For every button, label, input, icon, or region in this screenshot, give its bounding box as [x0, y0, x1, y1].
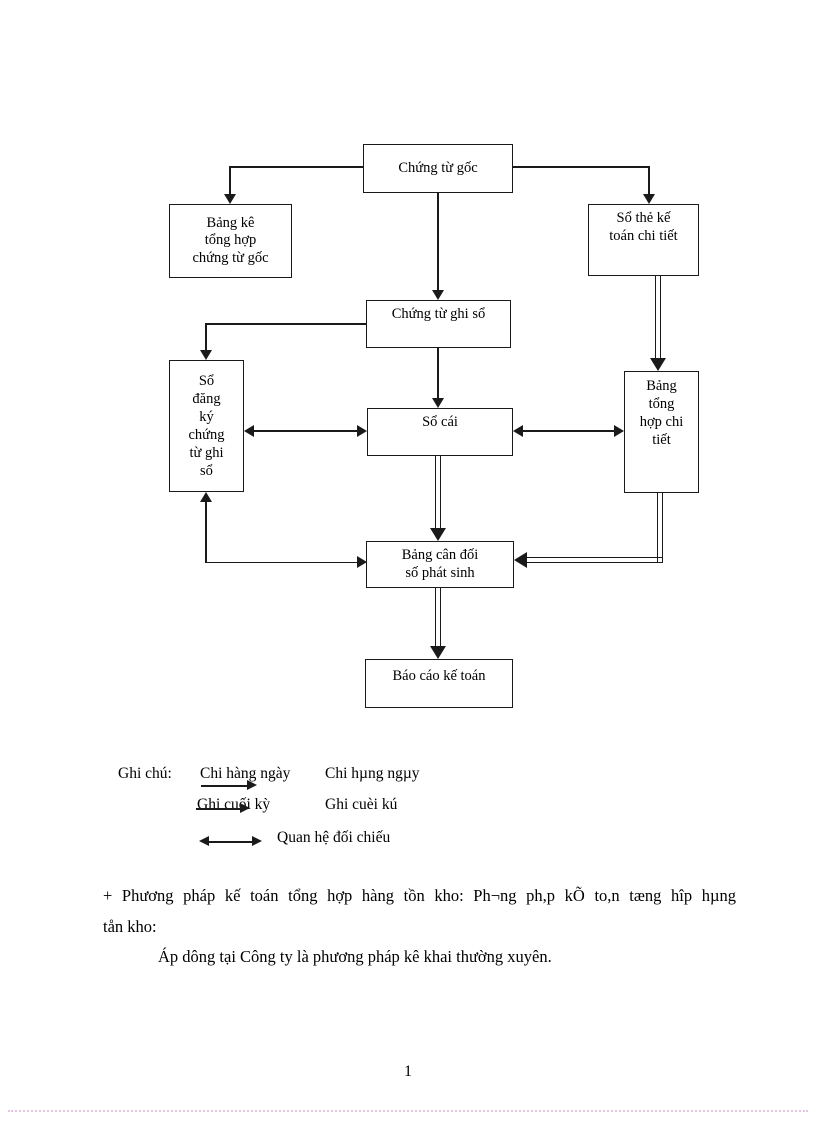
connector-ghiso-to-dangky-v [205, 323, 207, 352]
arrowhead-goc-to-ghiso [432, 290, 444, 300]
legend-daily-desc: Chi hµng ngµy [325, 765, 420, 782]
legend-daily-arrow-line [201, 785, 253, 787]
legend-period-arrowhead-icon [240, 803, 250, 813]
arrowhead-into-dangky [244, 424, 254, 437]
arrowhead-into-candoi-left [357, 556, 367, 568]
legend-daily-arrowhead-icon [247, 780, 257, 790]
arrowhead-into-socai-left [357, 424, 367, 437]
connector-tonghop-to-candoi-h [526, 557, 663, 563]
arrowhead-into-tonghop [614, 424, 624, 437]
connector-socai-to-candoi-double [434, 456, 441, 529]
connector-goc-to-ghiso-line [437, 193, 439, 292]
legend-check-arrow-line [208, 841, 256, 843]
legend-title: Ghi chú: [118, 765, 172, 782]
legend-check-arrowhead-right-icon [252, 836, 262, 846]
paragraph-method-line1: + Phương pháp kế toán tổng hợp hàng tồn … [103, 886, 736, 905]
footer-dotted-rule [8, 1110, 808, 1112]
arrowhead-goc-to-sothe [643, 194, 655, 204]
connector-socai-tonghop-line [523, 430, 615, 432]
connector-ghiso-to-socai-line [437, 348, 439, 399]
connector-goc-to-bangke-h [230, 166, 364, 168]
legend-daily-label: Chi hàng ngày [200, 765, 291, 782]
box-so-dang-ky: Sổ đăng ký chứng từ ghi sổ [169, 360, 244, 492]
connector-ghiso-to-dangky-h [206, 323, 366, 325]
box-so-cai: Sổ cái [367, 408, 513, 456]
page-number: 1 [404, 1063, 412, 1080]
connector-sothe-to-tonghop-double [655, 276, 661, 359]
connector-goc-to-sothe-h [513, 166, 650, 168]
arrowhead-sothe-to-tonghop [650, 358, 666, 371]
box-bang-ke-tong-hop: Bảng kê tổng hợp chứng từ gốc [169, 204, 292, 278]
arrowhead-into-dangky-bottom [199, 492, 212, 502]
arrowhead-candoi-to-baocao [429, 646, 446, 659]
legend-check-arrowhead-left-icon [199, 836, 209, 846]
arrowhead-goc-to-bangke [224, 194, 236, 204]
arrowhead-socai-to-candoi [429, 528, 446, 541]
box-chung-tu-ghi-so: Chứng từ ghi sổ [366, 300, 511, 348]
box-bao-cao-ke-toan: Báo cáo kế toán [365, 659, 513, 708]
arrowhead-tonghop-to-candoi [514, 552, 527, 568]
paragraph-apply: Áp dông tại Công ty là phương pháp kê kh… [158, 947, 552, 966]
connector-goc-to-sothe-v [648, 166, 650, 196]
legend-period-desc: Ghi cuèi kú [325, 796, 398, 813]
arrowhead-ghiso-to-socai [432, 398, 444, 408]
connector-candoi-to-baocao-double [434, 588, 441, 648]
connector-goc-to-bangke-v [229, 166, 231, 196]
box-bang-tong-hop-chi-tiet: Bảng tổng hợp chi tiết [624, 371, 699, 493]
legend-period-arrow-line [196, 808, 244, 810]
connector-dangky-candoi-h [206, 561, 357, 564]
arrowhead-into-socai-right [513, 424, 523, 437]
arrowhead-ghiso-to-dangky [200, 350, 212, 360]
box-chung-tu-goc: Chứng từ gốc [363, 144, 513, 193]
box-so-the-ke-toan: Sổ thẻ kế toán chi tiết [588, 204, 699, 276]
connector-tonghop-to-candoi-v [657, 493, 663, 563]
connector-dangky-socai-line [253, 430, 357, 432]
paragraph-method-line2: tån kho: [103, 917, 157, 936]
legend-period-label: Ghi cuối kỳ [197, 796, 271, 813]
legend-check-desc: Quan hệ đối chiếu [277, 829, 391, 846]
box-bang-can-doi: Bảng cân đối số phát sinh [366, 541, 514, 588]
connector-dangky-candoi-v [205, 501, 207, 563]
